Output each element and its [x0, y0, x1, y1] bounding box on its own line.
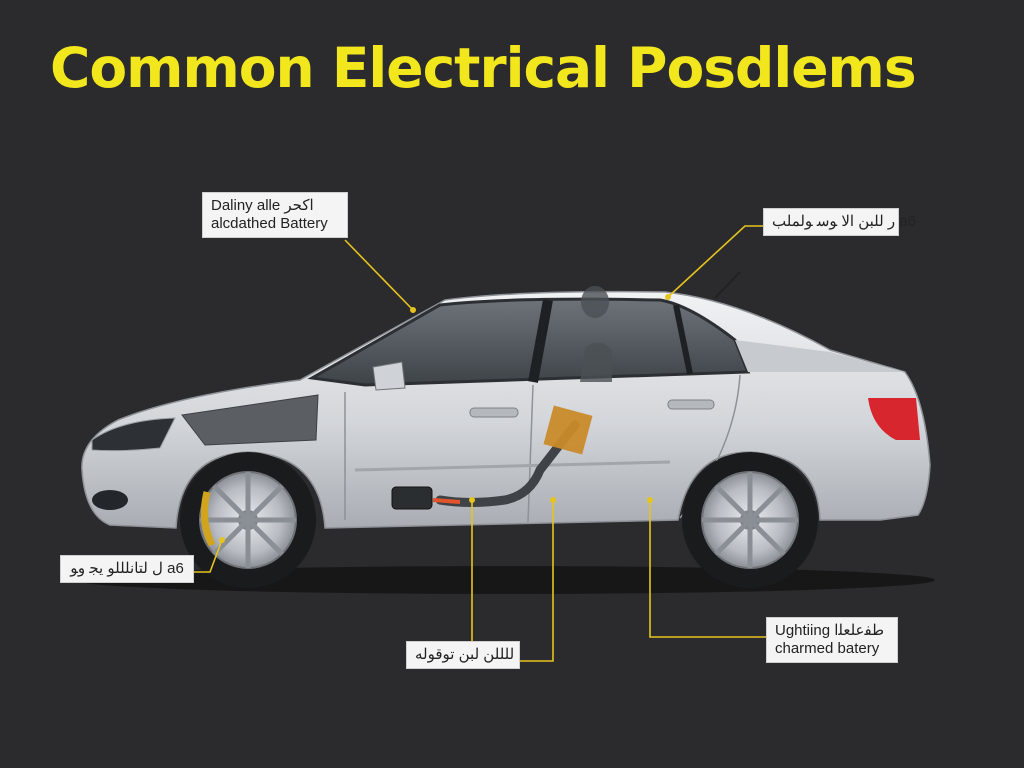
leader-bottom-right [649, 500, 766, 638]
callout-battery: Daliny alle اكحر alcdathed Battery [202, 192, 348, 238]
car-windows [307, 297, 751, 387]
leader-bottom-left [194, 539, 223, 573]
leader-dots [219, 294, 671, 543]
tail-light [868, 398, 920, 440]
leader-top-right [667, 225, 765, 298]
rear-deck [735, 340, 905, 372]
brake-caliper [200, 491, 216, 547]
callout-lighting-line2: charmed batery [775, 640, 880, 657]
antenna [714, 271, 741, 299]
leader-top-left [344, 239, 414, 311]
callout-wiring: ﻟﻠﻠﻠﻦ ﻟﺒﻦ ﺗﻮﻗﻮﻟﻪ [406, 641, 520, 669]
engine-bay [181, 394, 319, 446]
side-trim [354, 460, 671, 472]
headlight [91, 417, 176, 452]
rear-wheel [682, 452, 818, 588]
leader-lines [194, 225, 766, 662]
front-door-handle [469, 407, 519, 418]
front-wheel [180, 452, 316, 588]
fog-light [92, 490, 128, 510]
wiring-accent [432, 498, 461, 504]
callout-lighting: Ughtiing ﻃﻔﻋﻠﻌﻠﺍ charmed batery [766, 617, 898, 663]
leader-bottom-center-b [520, 500, 554, 662]
callout-front-wheel: ﻝ ﻟﺘﺎﻧﻠﻠﻠﻮ ﻳﺠ ﻭﻮ a6 [60, 555, 194, 583]
car-illustration [81, 271, 931, 588]
occupant-silhouette [580, 286, 612, 382]
callout-lighting-line1: Ughtiing ﻃﻔﻋﻠﻌﻠﺍ [775, 622, 885, 639]
side-mirror [372, 361, 406, 391]
callout-battery-line2: alcdathed Battery [211, 215, 328, 232]
callout-wiring-text: ﻟﻠﻠﻠﻦ ﻟﺒﻦ ﺗﻮﻗﻮﻟﻪ [415, 646, 515, 663]
page-title: Common Electrical Posdlems [50, 36, 917, 100]
callout-roof-text: ر ﻟﻠﺒﻦ ﺍﻟﺎ ﻮﺳ ﻮﻟﻤﻠﺐ a6 [772, 213, 916, 230]
callout-roof: ر ﻟﻠﺒﻦ ﺍﻟﺎ ﻮﺳ ﻮﻟﻤﻠﺐ a6 [763, 208, 916, 236]
b-pillar [528, 299, 553, 383]
rear-door-handle [667, 399, 715, 410]
callout-battery-line1: Daliny alle اكحر [211, 197, 314, 214]
battery-highlight-icon [543, 405, 593, 455]
callout-front-wheel-text: ﻝ ﻟﺘﺎﻧﻠﻠﻠﻮ ﻳﺠ ﻭﻮ a6 [70, 560, 184, 577]
connector-plug-icon [391, 486, 433, 510]
c-pillar [673, 304, 693, 375]
